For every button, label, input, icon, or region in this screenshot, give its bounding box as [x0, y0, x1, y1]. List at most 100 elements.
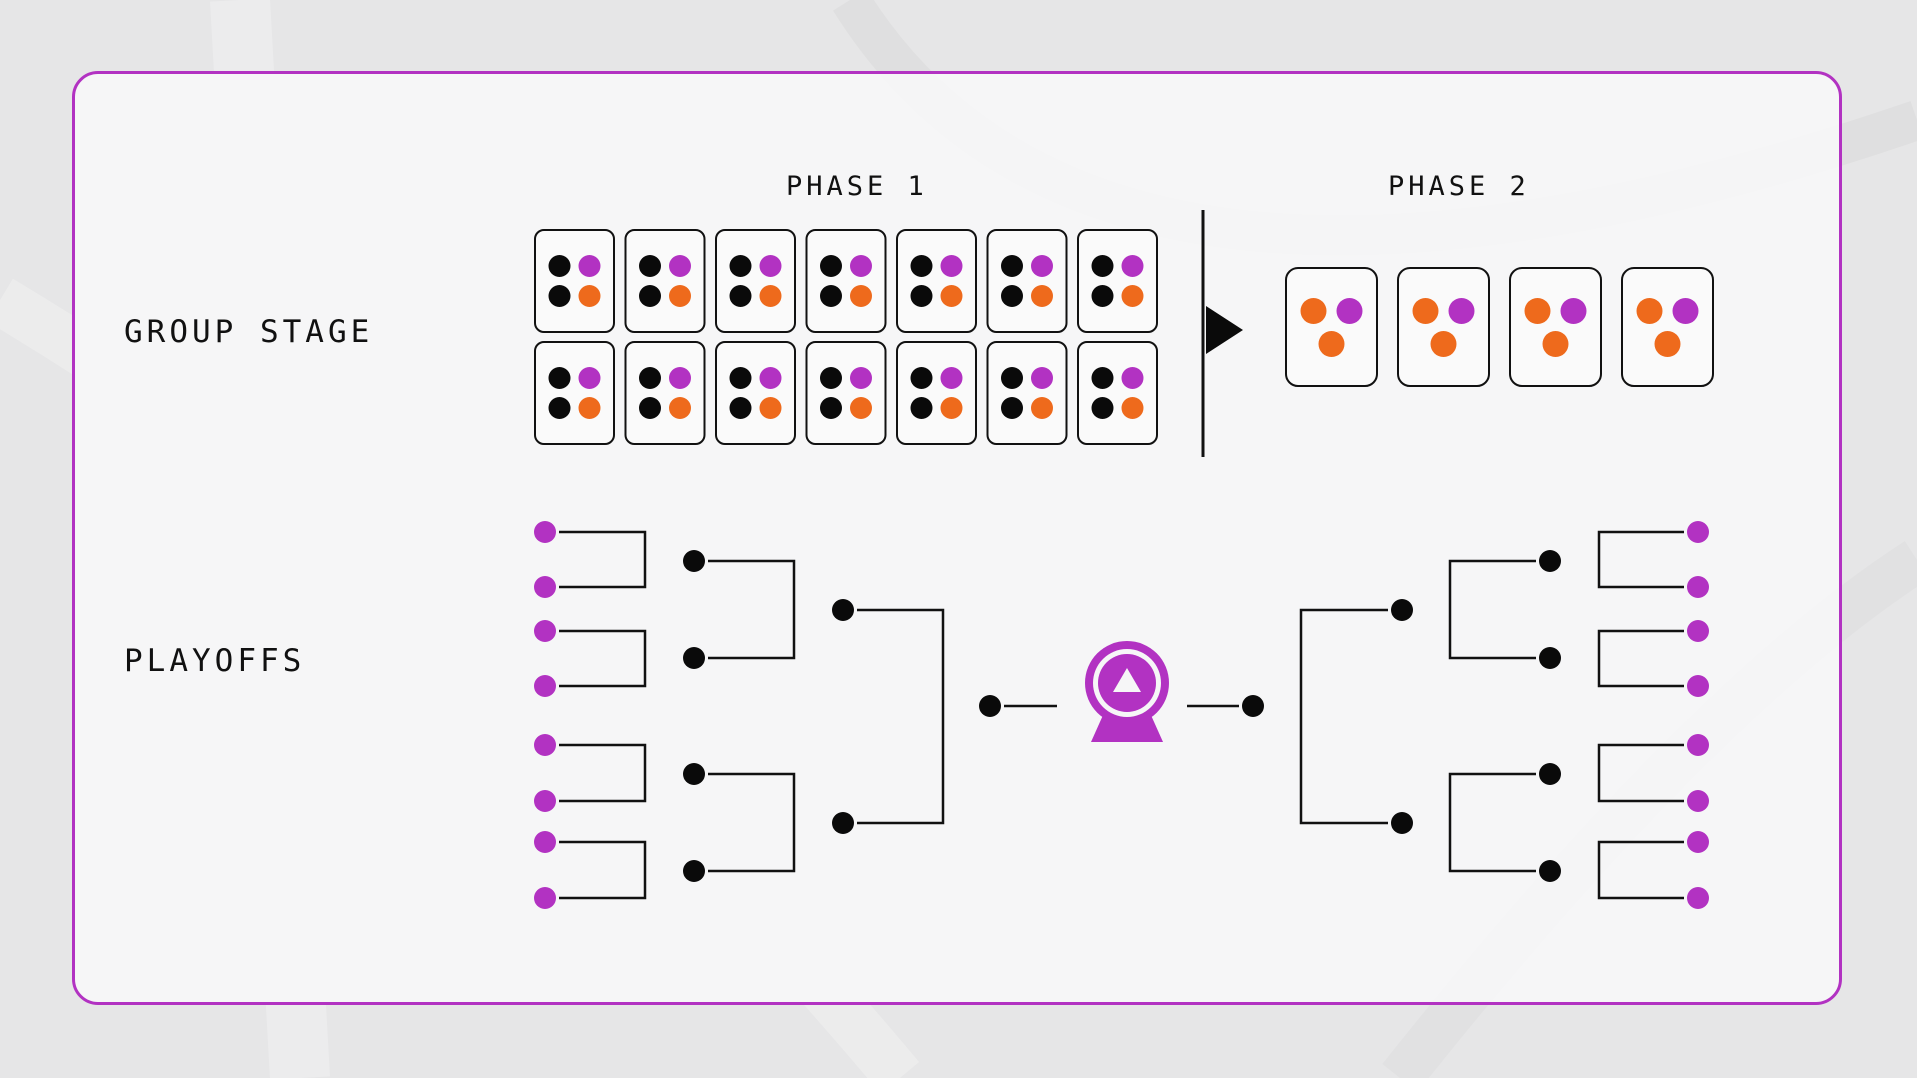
- team-dot: [1091, 255, 1114, 277]
- group-card-frame: [534, 341, 615, 445]
- team-dot: [1121, 285, 1144, 307]
- team-dot: [1300, 298, 1327, 324]
- team-dot: [759, 397, 782, 419]
- trophy-triangle: [1113, 668, 1141, 692]
- bracket-line: [559, 840, 647, 900]
- team-dot: [1091, 367, 1114, 389]
- advance-dot: [683, 860, 705, 882]
- bracket-line: [1448, 772, 1536, 873]
- seed-dot: [1687, 576, 1709, 598]
- seed-dot: [534, 831, 556, 853]
- advance-dot: [683, 550, 705, 572]
- phase-arrow-icon: [1206, 306, 1243, 354]
- team-dot: [940, 367, 963, 389]
- team-dot: [1121, 255, 1144, 277]
- advance-dot: [683, 763, 705, 785]
- team-dot: [1031, 285, 1053, 307]
- phase-2-group-card: [1397, 267, 1490, 387]
- seed-dot: [1687, 887, 1709, 909]
- team-dot: [1448, 298, 1475, 324]
- team-dot: [548, 285, 571, 307]
- seed-dot: [1687, 790, 1709, 812]
- team-dot: [1121, 367, 1144, 389]
- team-dot: [639, 285, 661, 307]
- team-dot: [639, 397, 661, 419]
- seed-dot: [534, 576, 556, 598]
- group-card-frame: [986, 341, 1068, 445]
- team-dot: [759, 255, 782, 277]
- advance-dot: [832, 812, 854, 834]
- phase-1-group-card: [1077, 229, 1158, 333]
- group-card-frame: [896, 229, 977, 333]
- advance-dot: [832, 599, 854, 621]
- group-card-frame: [896, 341, 977, 445]
- group-card-frame: [1077, 341, 1158, 445]
- phase-1-group-card: [986, 229, 1068, 333]
- team-dot: [578, 285, 601, 307]
- bracket-line: [1448, 559, 1536, 660]
- team-dot: [940, 397, 963, 419]
- advance-dot: [1539, 763, 1561, 785]
- team-dot: [548, 397, 571, 419]
- bracket-line: [1597, 629, 1684, 688]
- team-dot: [820, 255, 842, 277]
- phase-1-group-card: [805, 229, 887, 333]
- team-dot: [548, 367, 571, 389]
- team-dot: [850, 255, 872, 277]
- team-dot: [578, 367, 601, 389]
- team-dot: [639, 367, 661, 389]
- team-dot: [729, 367, 752, 389]
- team-dot: [1031, 397, 1053, 419]
- team-dot: [669, 255, 691, 277]
- group-card-frame: [1285, 267, 1378, 387]
- seed-dot: [1687, 675, 1709, 697]
- bracket-line: [1299, 608, 1388, 825]
- team-dot: [940, 285, 963, 307]
- team-dot: [1318, 331, 1345, 357]
- team-dot: [1542, 331, 1569, 357]
- team-dot: [759, 367, 782, 389]
- team-dot: [1560, 298, 1587, 324]
- group-card-frame: [1621, 267, 1714, 387]
- phase-1-group-card: [715, 229, 796, 333]
- phase-1-group-card: [896, 229, 977, 333]
- phase-1-group-card: [534, 229, 615, 333]
- team-dot: [1091, 285, 1114, 307]
- phase-2-label: PHASE 2: [1388, 171, 1530, 202]
- group-card-frame: [805, 229, 887, 333]
- phase-1-label: PHASE 1: [786, 171, 928, 202]
- team-dot: [820, 397, 842, 419]
- team-dot: [1672, 298, 1699, 324]
- team-dot: [1001, 255, 1023, 277]
- group-card-frame: [534, 229, 615, 333]
- team-dot: [578, 397, 601, 419]
- playoffs-label: PLAYOFFS: [124, 643, 306, 679]
- advance-dot: [1539, 860, 1561, 882]
- phase-1-group-card: [986, 341, 1068, 445]
- advance-dot: [1391, 812, 1413, 834]
- seed-dot: [534, 887, 556, 909]
- seed-dot: [534, 675, 556, 697]
- seed-dot: [1687, 831, 1709, 853]
- team-dot: [1001, 367, 1023, 389]
- team-dot: [759, 285, 782, 307]
- advance-dot: [1242, 695, 1264, 717]
- seed-dot: [534, 620, 556, 642]
- group-card-frame: [1077, 229, 1158, 333]
- phase-1-group-card: [805, 341, 887, 445]
- playoff-bracket: [534, 521, 1709, 909]
- team-dot: [1031, 367, 1053, 389]
- bracket-line: [857, 608, 945, 825]
- team-dot: [910, 397, 933, 419]
- team-dot: [850, 285, 872, 307]
- team-dot: [940, 255, 963, 277]
- team-dot: [820, 285, 842, 307]
- team-dot: [1336, 298, 1363, 324]
- advance-dot: [1391, 599, 1413, 621]
- advance-dot: [1539, 550, 1561, 572]
- team-dot: [1091, 397, 1114, 419]
- team-dot: [910, 255, 933, 277]
- group-card-frame: [624, 341, 706, 445]
- team-dot: [820, 367, 842, 389]
